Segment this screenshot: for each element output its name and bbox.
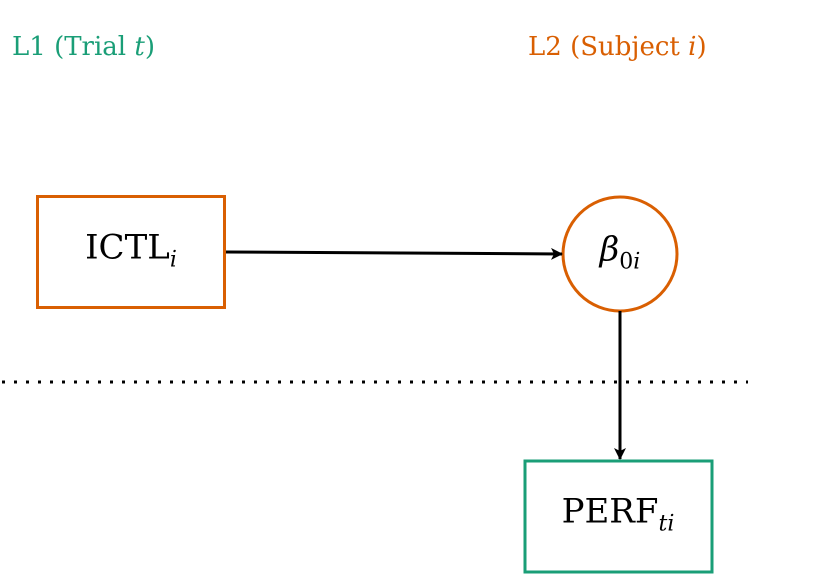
- ictl-label: ICTLi: [85, 228, 177, 273]
- level-1-suffix: ): [144, 32, 155, 62]
- level-1-label: L1 (Trial t): [12, 32, 155, 62]
- level-1-var: t: [134, 32, 145, 62]
- perf-subscript: ti: [658, 511, 675, 537]
- level-2-suffix: ): [696, 32, 707, 62]
- perf-label: PERFti: [562, 492, 675, 537]
- beta-symbol: β: [599, 229, 620, 270]
- beta-subscript-number: 0: [619, 249, 634, 275]
- ictl-node[interactable]: [36, 195, 226, 309]
- level-1-prefix: L1 (Trial: [12, 32, 135, 62]
- level-2-prefix: L2 (Subject: [528, 32, 689, 62]
- level-2-label: L2 (Subject i): [528, 32, 707, 62]
- level-2-var: i: [688, 32, 697, 62]
- perf-node[interactable]: [523, 459, 714, 574]
- beta-label: β0i: [600, 230, 641, 275]
- perf-base: PERF: [561, 491, 659, 532]
- edge-ictl-to-beta: [225, 247, 563, 260]
- ictl-subscript: i: [169, 247, 177, 273]
- beta-subscript-index: i: [633, 249, 641, 275]
- ictl-base: ICTL: [85, 227, 170, 268]
